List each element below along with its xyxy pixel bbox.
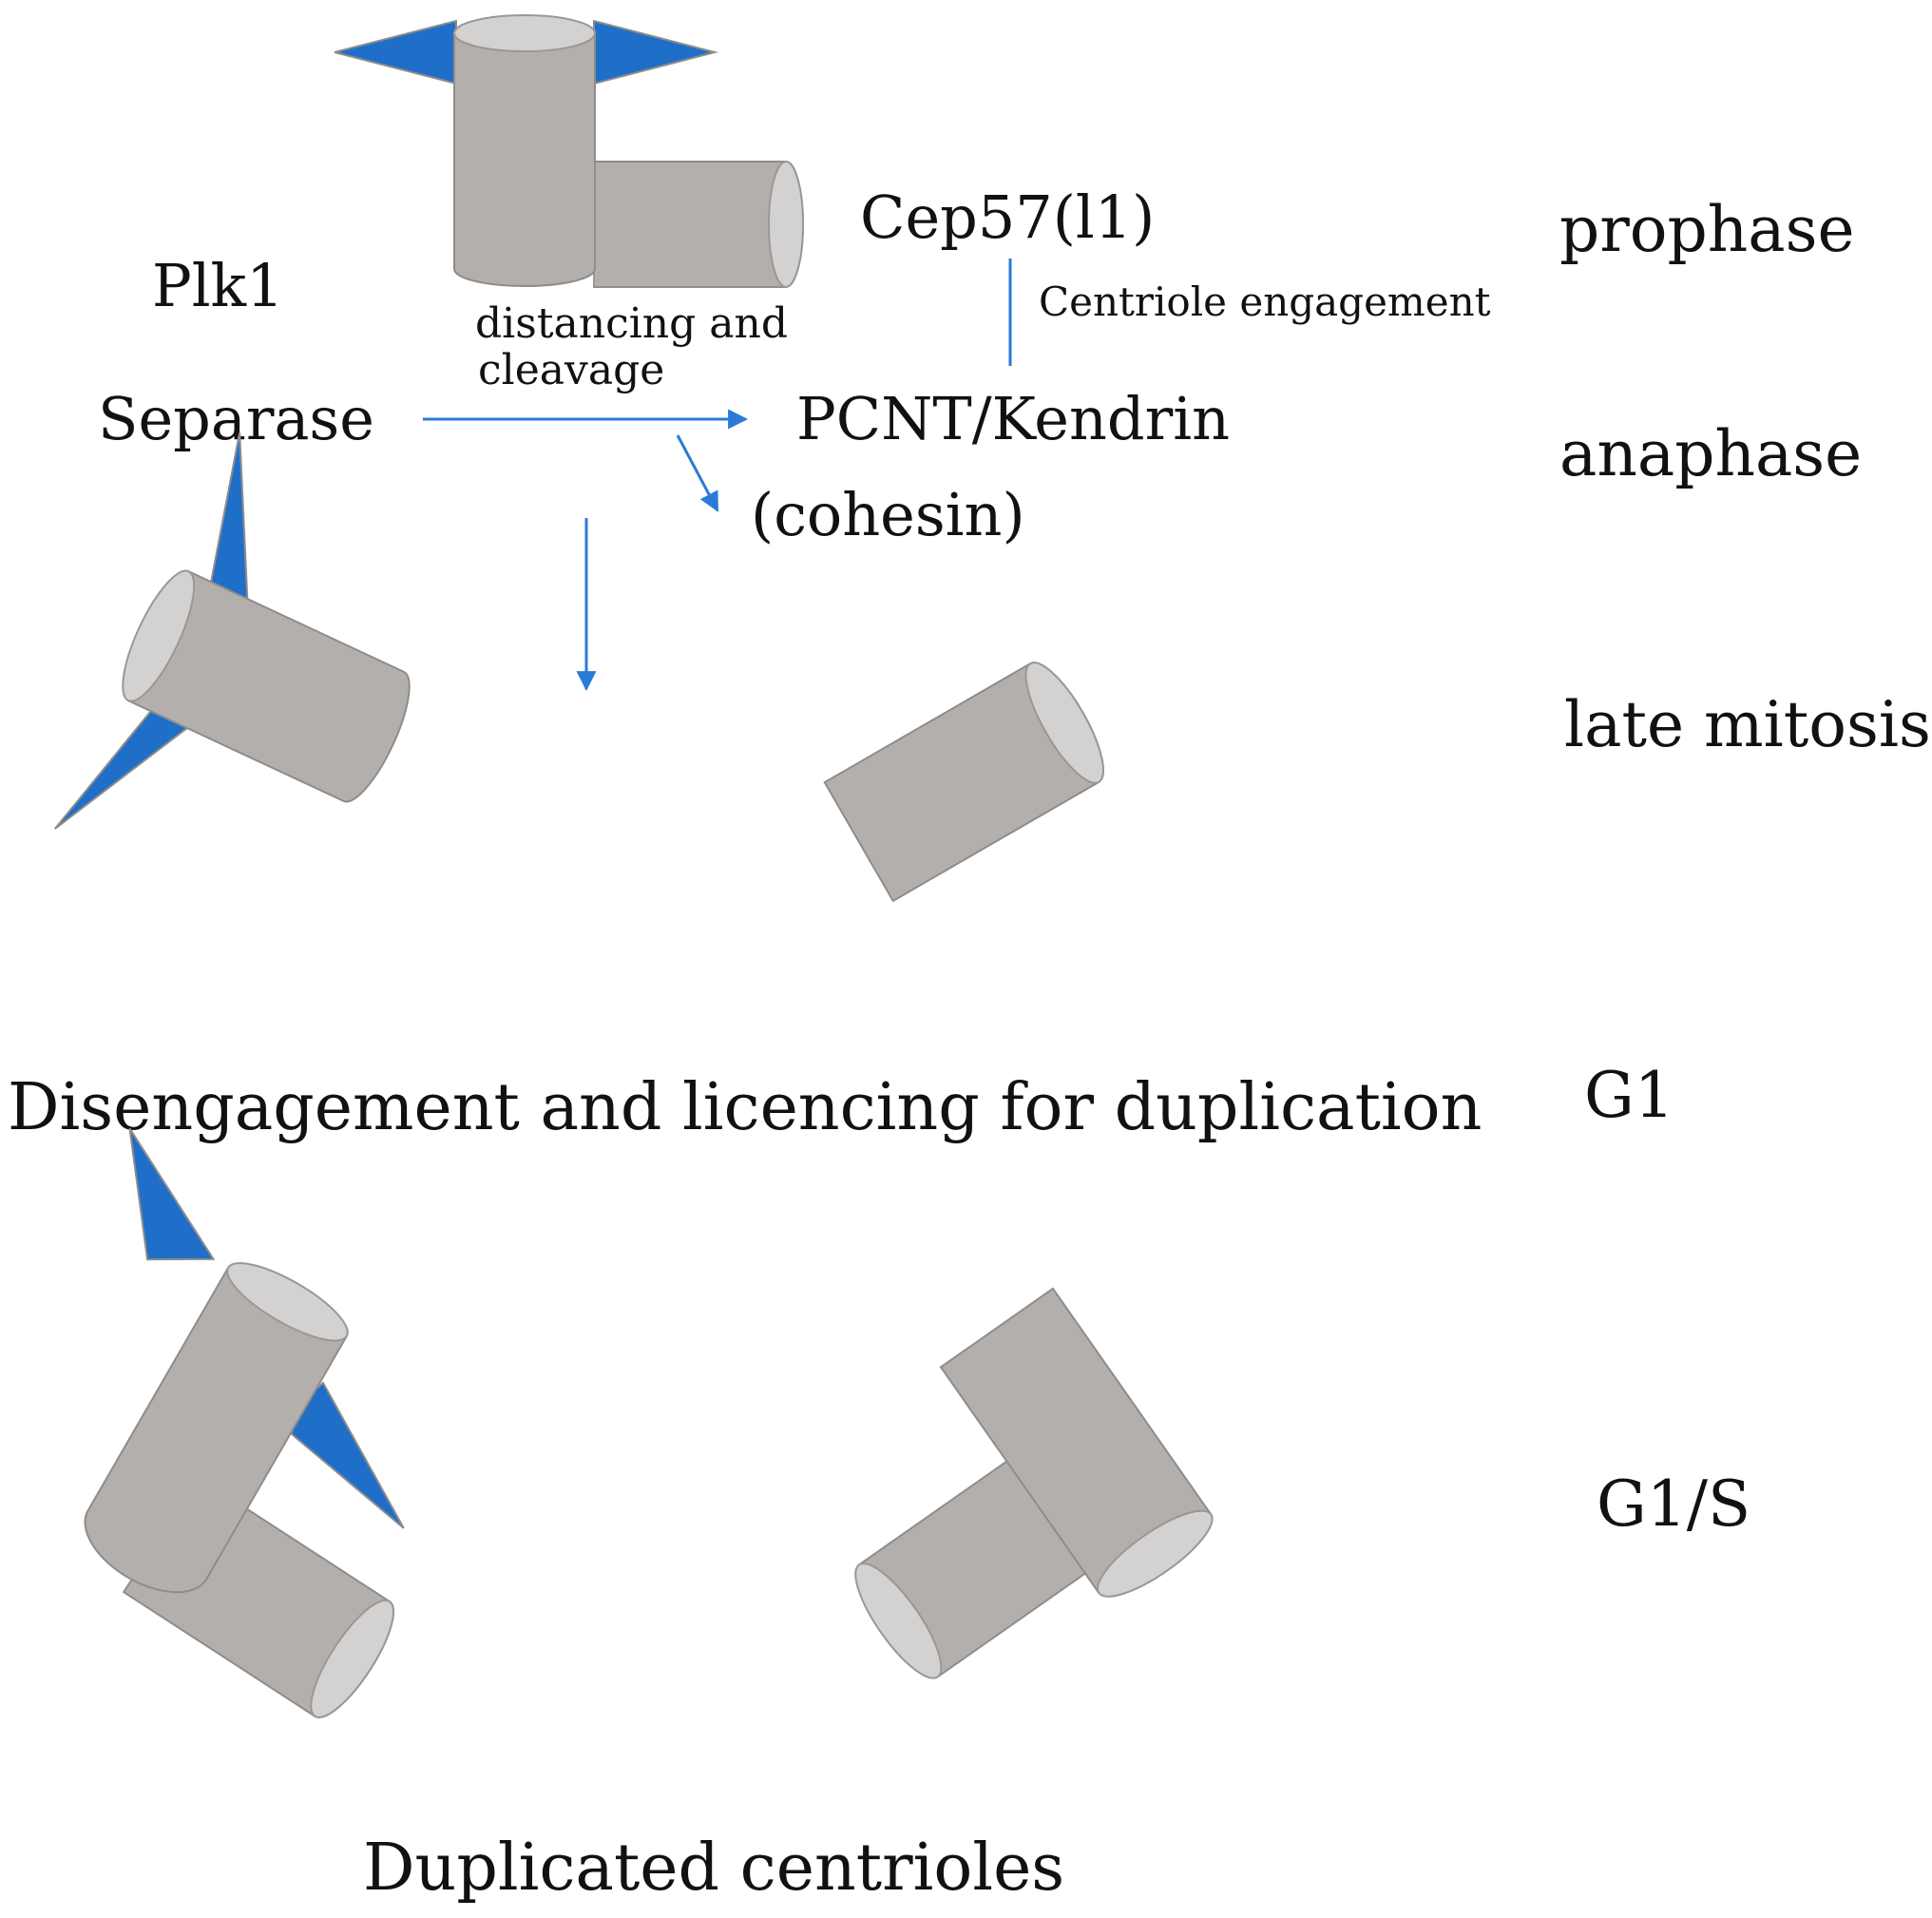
duplicated-pair-right bbox=[854, 1287, 1214, 1679]
distancing-label-line1: distancing and bbox=[475, 299, 788, 348]
pcnt-label: PCNT/Kendrin bbox=[796, 384, 1230, 453]
disengagement-label: Disengagement and licencing for duplicat… bbox=[8, 1070, 1482, 1145]
phase-late-mitosis: late mitosis bbox=[1564, 688, 1931, 761]
cep57-label: Cep57(l1) bbox=[860, 182, 1155, 252]
separase-to-cohesin-arrow-icon bbox=[676, 434, 719, 512]
duplicated-pair-left bbox=[84, 1127, 405, 1718]
cohesin-label: (cohesin) bbox=[751, 480, 1025, 549]
mother-centriole-icon bbox=[122, 569, 411, 803]
phase-prophase: prophase bbox=[1559, 193, 1855, 266]
engaged-centriole-pair-top bbox=[334, 14, 804, 288]
disengaged-mother-centriole bbox=[53, 432, 411, 830]
daughter-centriole-icon bbox=[593, 161, 804, 288]
appendage-upper-left-icon bbox=[128, 1127, 216, 1261]
mother-centriole-icon bbox=[84, 1262, 349, 1594]
phase-g1s: G1/S bbox=[1597, 1467, 1750, 1541]
appendage-left-icon bbox=[334, 19, 457, 86]
mother-centriole-icon bbox=[453, 14, 596, 287]
separase-label: Separase bbox=[98, 384, 374, 453]
phase-g1: G1 bbox=[1584, 1059, 1674, 1132]
duplicated-centrioles-label: Duplicated centrioles bbox=[363, 1831, 1064, 1906]
daughter-centriole-icon bbox=[823, 662, 1104, 903]
centriole-engagement-label: Centriole engagement bbox=[1039, 278, 1491, 325]
plk1-label: Plk1 bbox=[152, 251, 284, 320]
distancing-label-line2: cleavage bbox=[478, 346, 664, 394]
disengaged-daughter-centriole bbox=[823, 662, 1104, 903]
phase-anaphase: anaphase bbox=[1559, 417, 1862, 490]
appendage-right-icon bbox=[593, 19, 718, 86]
mother-centriole-right-icon bbox=[939, 1287, 1214, 1598]
